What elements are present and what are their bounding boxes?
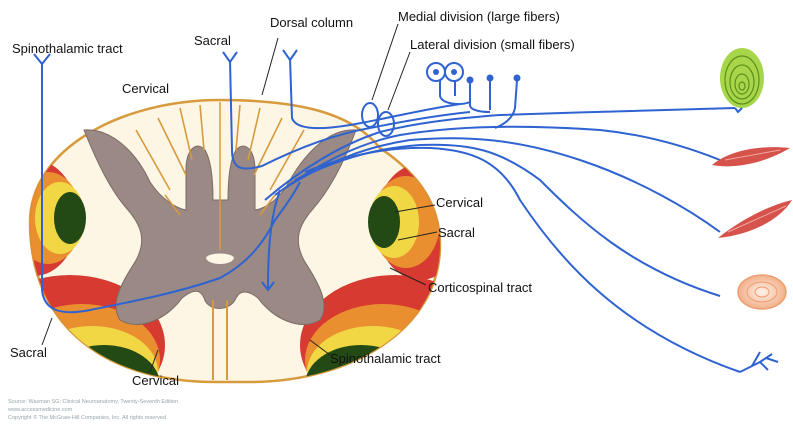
sacral-label-top: Sacral (194, 34, 231, 47)
sacral-label-left: Sacral (10, 346, 47, 359)
cervical-label-right: Cervical (436, 196, 483, 209)
source-credit: Source: Waxman SG: Clinical Neuroanatomy… (8, 400, 178, 406)
source-url: www.accessmedicine.com (8, 408, 72, 414)
spinothalamic-tract-label-top: Spinothalamic tract (12, 42, 123, 55)
cervical-label-top: Cervical (122, 82, 169, 95)
cervical-label-bottom: Cervical (132, 374, 179, 387)
corticospinal-tract-label: Corticospinal tract (428, 281, 532, 294)
medial-division-label: Medial division (large fibers) (398, 10, 560, 23)
muscle-spindle-icon (712, 147, 790, 166)
pacinian-corpuscle-icon (720, 48, 764, 112)
golgi-tendon-organ-icon (738, 275, 786, 309)
dorsal-column-label: Dorsal column (270, 16, 353, 29)
receptor-endings (427, 63, 521, 84)
spinothalamic-tract-label-bottom: Spinothalamic tract (330, 352, 441, 365)
lateral-division-label: Lateral division (small fibers) (410, 38, 575, 51)
muscle-fiber-icon (718, 200, 792, 238)
copyright-notice: Copyright © The McGraw-Hill Companies, I… (8, 416, 168, 422)
ventral-right-tract (300, 275, 490, 425)
sacral-label-right: Sacral (438, 226, 475, 239)
